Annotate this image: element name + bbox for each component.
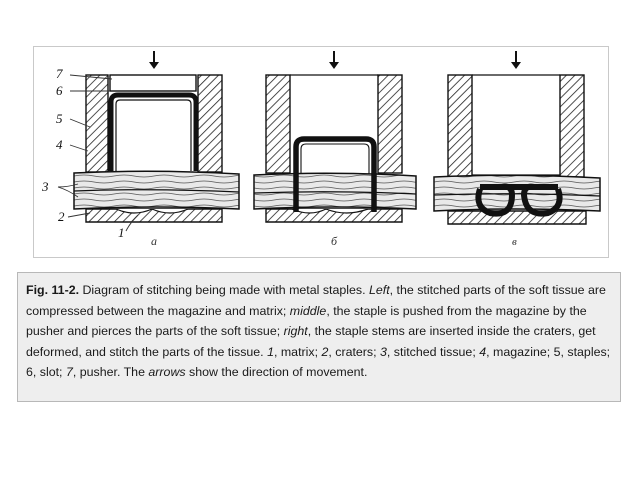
caption-text-1: Diagram of stitching being made with met… xyxy=(79,283,369,297)
caption-text-10: show the direction of movement. xyxy=(185,365,368,380)
caption-text-4: , the staple stems are inserted inside t… xyxy=(26,324,596,359)
staple xyxy=(108,92,199,171)
caption-text-7: , stitched tissue; xyxy=(386,344,480,359)
panel-letter-b: б xyxy=(331,234,338,248)
panel-left xyxy=(57,51,240,232)
panel-letter-c: в xyxy=(512,236,517,248)
label-6: 6 xyxy=(56,83,63,98)
caption-num-2: 2 xyxy=(321,344,329,359)
label-3: 3 xyxy=(41,179,49,194)
caption-left: Left xyxy=(368,283,390,297)
label-7: 7 xyxy=(56,66,63,81)
matrix xyxy=(85,208,223,223)
figure-frame: 7 6 5 4 3 2 1 а б в xyxy=(33,46,609,258)
panel-middle xyxy=(253,51,417,223)
panel-right xyxy=(433,51,601,225)
caption-text-9: , pusher. The xyxy=(72,365,149,380)
stapling-diagram: 7 6 5 4 3 2 1 а б в xyxy=(41,51,601,248)
caption-num-3: 3 xyxy=(380,344,387,359)
figure-caption: Fig. 11-2. Diagram of stitching being ma… xyxy=(17,272,621,402)
caption-text-8: , magazine; 5, staples; 6, slot; xyxy=(26,344,611,380)
panel-letter-a: а xyxy=(151,234,157,248)
label-1: 1 xyxy=(118,225,125,240)
caption-text-5: , matrix; xyxy=(273,344,322,359)
caption-num-1: 1 xyxy=(267,344,274,359)
caption-num-7: 7 xyxy=(65,365,73,380)
caption-text-6: , craters; xyxy=(328,344,381,359)
caption-text-2: , the stitched parts of the soft tissue … xyxy=(26,283,606,318)
caption-arrows: arrows xyxy=(148,365,186,380)
pusher xyxy=(109,74,197,92)
caption-num-4: 4 xyxy=(479,344,487,359)
label-5: 5 xyxy=(56,111,63,126)
magazine-right-wall xyxy=(197,74,223,173)
caption-right: right xyxy=(283,324,308,339)
label-4: 4 xyxy=(56,137,63,152)
caption-label: Fig. 11-2. xyxy=(26,283,80,297)
caption-middle: middle xyxy=(289,303,327,318)
caption-text-3: , the staple is pushed from the magazine… xyxy=(26,303,587,339)
label-2: 2 xyxy=(58,209,65,224)
magazine-left-wall xyxy=(85,74,109,173)
